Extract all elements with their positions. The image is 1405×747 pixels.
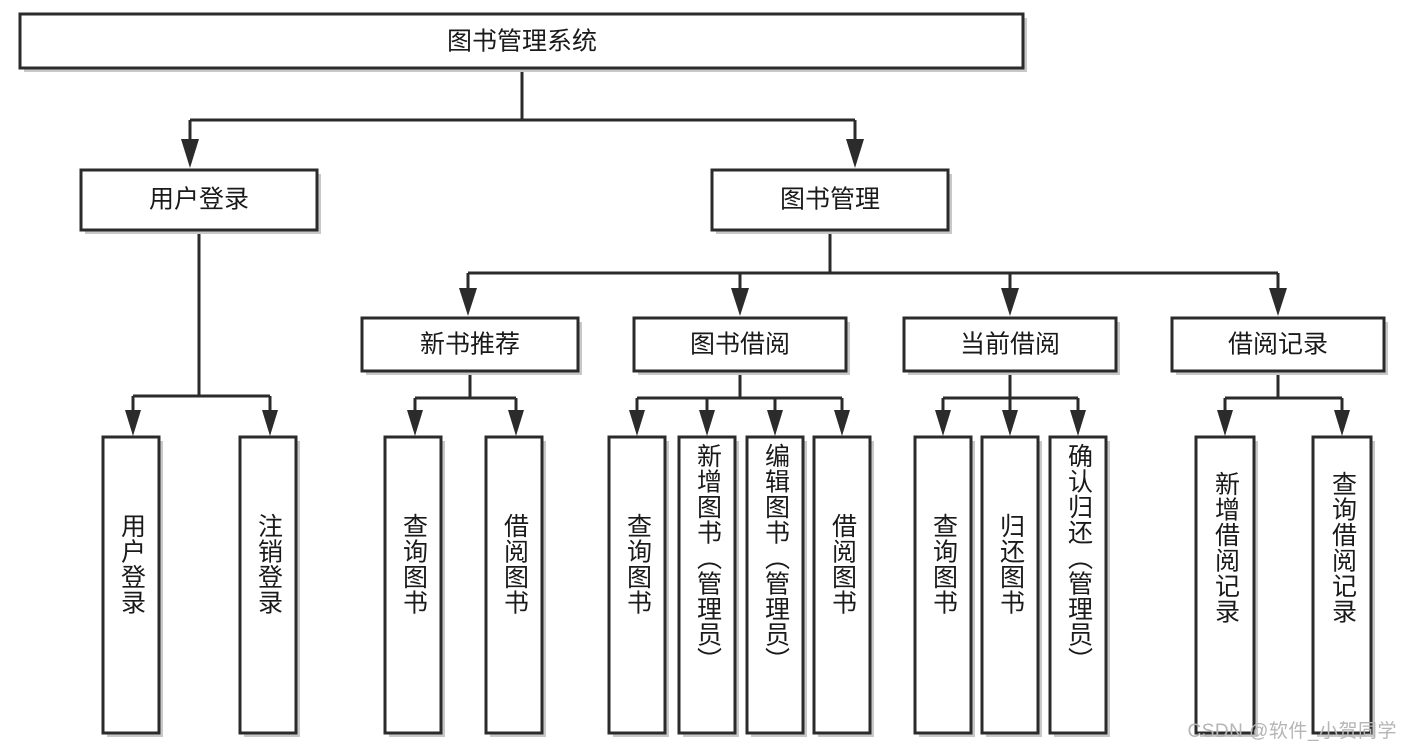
arrowhead-icon — [181, 139, 199, 168]
arrowhead-icon — [1002, 410, 1018, 436]
connector-bookmgmt-to-level3 — [459, 232, 1287, 316]
connector-root-to-level2 — [181, 68, 864, 168]
node-root-label: 图书管理系统 — [447, 28, 597, 56]
arrowhead-icon — [731, 288, 749, 316]
arrowhead-icon — [262, 410, 278, 436]
leaf-new-book-0[interactable] — [383, 435, 445, 737]
arrowhead-icon — [1217, 410, 1233, 436]
arrowhead-icon — [767, 410, 783, 436]
arrowhead-icon — [407, 410, 423, 436]
leaf-new-book-1[interactable] — [484, 435, 546, 737]
node-new-book-recommend-label: 新书推荐 — [420, 331, 520, 359]
arrowhead-icon — [1269, 288, 1287, 316]
node-book-management[interactable]: 图书管理 — [710, 168, 952, 234]
leaf-book-borrow-3[interactable] — [812, 435, 874, 737]
node-user-login-label: 用户登录 — [149, 186, 249, 214]
node-borrow-record[interactable]: 借阅记录 — [1170, 316, 1388, 375]
connector-currentborrow-to-leaves — [935, 373, 1086, 436]
leaf-borrow-record-0[interactable] — [1194, 435, 1258, 737]
connector-bookborrow-to-leaves — [629, 373, 850, 436]
arrowhead-icon — [1070, 410, 1086, 436]
leaf-book-borrow-2[interactable] — [745, 435, 807, 737]
leaf-current-borrow-0[interactable] — [913, 435, 975, 737]
node-book-borrow-label: 图书借阅 — [690, 331, 790, 359]
node-new-book-recommend[interactable]: 新书推荐 — [360, 316, 582, 375]
arrowhead-icon — [1334, 410, 1350, 436]
arrowhead-icon — [1001, 288, 1019, 316]
arrowhead-icon — [846, 139, 864, 168]
arrowhead-icon — [508, 410, 524, 436]
node-book-borrow[interactable]: 图书借阅 — [632, 316, 850, 375]
leaf-user-login-0[interactable] — [101, 435, 163, 737]
connector-newbook-to-leaves — [407, 373, 524, 436]
watermark-text: CSDN @软件_小贺同学 — [1187, 721, 1397, 742]
connector-userlogin-to-leaves — [125, 232, 278, 436]
node-current-borrow-label: 当前借阅 — [960, 331, 1060, 359]
arrowhead-icon — [834, 410, 850, 436]
arrowhead-icon — [935, 410, 951, 436]
leaf-user-login-1[interactable] — [238, 435, 300, 737]
node-book-management-label: 图书管理 — [780, 186, 880, 214]
arrowhead-icon — [699, 410, 715, 436]
arrowhead-icon — [459, 288, 477, 316]
node-current-borrow[interactable]: 当前借阅 — [902, 316, 1120, 375]
node-borrow-record-label: 借阅记录 — [1228, 331, 1328, 359]
leaf-borrow-record-1[interactable] — [1311, 435, 1375, 737]
arrowhead-icon — [125, 410, 141, 436]
arrowhead-icon — [629, 410, 645, 436]
connector-borrowrecord-to-leaves — [1217, 373, 1350, 436]
leaf-current-borrow-1[interactable] — [980, 435, 1042, 737]
node-root[interactable]: 图书管理系统 — [18, 12, 1027, 72]
leaf-book-borrow-1[interactable] — [677, 435, 739, 737]
leaf-book-borrow-0[interactable] — [607, 435, 669, 737]
leaf-current-borrow-2[interactable] — [1048, 435, 1110, 737]
node-user-login[interactable]: 用户登录 — [79, 168, 321, 234]
